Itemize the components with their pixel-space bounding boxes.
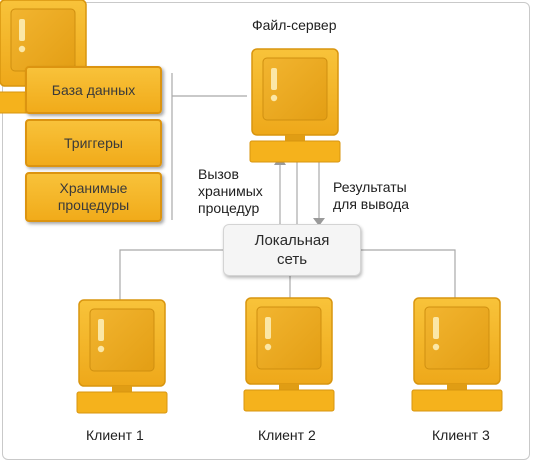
- client-1-label: Клиент 1: [86, 427, 144, 443]
- database-label: База данных: [51, 81, 136, 98]
- diagram-frame: [2, 2, 530, 460]
- network-label: Локальная сеть: [254, 232, 330, 268]
- network-client-links: [119, 249, 456, 300]
- server-network-connectors: [279, 158, 320, 224]
- result-arrow-head: [313, 218, 325, 226]
- network-box: Локальная сеть: [223, 224, 361, 276]
- client-3-label: Клиент 3: [432, 427, 490, 443]
- call-arrow-head: [274, 156, 286, 165]
- stored-procedures-box: Хранимые процедуры: [25, 172, 162, 222]
- server-label: Файл-сервер: [252, 17, 337, 33]
- database-box: База данных: [25, 66, 162, 114]
- stored-procedures-label: Хранимые процедуры: [57, 180, 130, 213]
- call-label: Вызов хранимых процедур: [198, 166, 263, 216]
- client-2-label: Клиент 2: [258, 427, 316, 443]
- component-bracket: [171, 73, 247, 220]
- triggers-box: Триггеры: [25, 119, 162, 167]
- results-label: Результаты для вывода: [333, 179, 410, 212]
- triggers-label: Триггеры: [64, 134, 123, 151]
